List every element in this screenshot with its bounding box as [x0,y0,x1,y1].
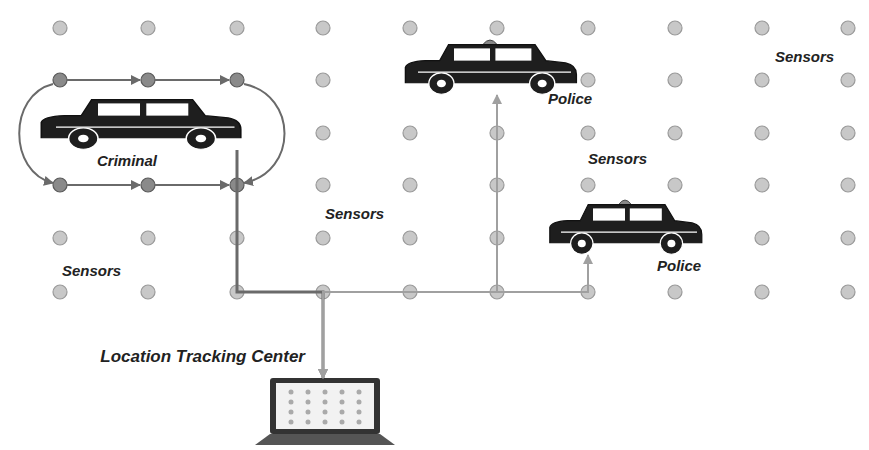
sensor-dot [668,73,682,87]
sensor-dot [668,285,682,299]
sensor-dot [755,231,769,245]
sensor-dot [841,73,855,87]
sensor-dot [141,178,155,192]
sensors-label: Sensors [588,150,647,168]
sensor-dot [316,73,330,87]
sensor-dot [141,285,155,299]
sensors-label: Sensors [325,205,384,223]
tracking-center-node: Location Tracking Center [255,378,395,448]
signal-connector [237,150,323,378]
laptop-icon [255,378,395,445]
sensor-dot [841,21,855,35]
sensor-dot [581,126,595,140]
sensors-label: Sensors [62,262,121,280]
sensor-dot [53,231,67,245]
sensor-dot [581,73,595,87]
vehicle-node: Police [545,200,705,255]
node-label: Criminal [97,152,157,170]
sensor-dot [53,178,67,192]
sensor-dot [53,285,67,299]
criminal-car [41,100,240,150]
sensor-dot [403,21,417,35]
sensor-dot [841,126,855,140]
sensor-dot [841,178,855,192]
sensor-dot [53,21,67,35]
police-car [405,40,576,94]
sensor-dot [755,126,769,140]
sensor-dot [668,126,682,140]
sensor-dot [581,178,595,192]
sensor-dot [841,285,855,299]
sensor-dot [230,73,244,87]
sensor-dot [316,178,330,192]
sensor-dot [230,21,244,35]
sensor-dot [53,73,67,87]
vehicle-node: Police [400,40,580,95]
route-arrow [244,84,285,183]
sensor-dot [755,178,769,192]
sensor-grid [53,21,855,299]
signal-connector [323,95,497,378]
sensor-dot [755,21,769,35]
node-label: Police [548,90,592,108]
vehicle-node: Criminal [35,95,245,150]
sensor-dot [141,73,155,87]
sensor-dot [841,231,855,245]
sensor-dot [141,21,155,35]
sensor-dot [141,231,155,245]
sensor-dot [316,21,330,35]
route-arrow [67,184,140,186]
route-arrow [155,184,229,186]
sensor-dot [403,178,417,192]
sensor-dot [403,231,417,245]
sensor-dot [490,21,504,35]
node-label: Location Tracking Center [100,348,305,366]
route-arrow [67,79,140,81]
sensor-dot [755,73,769,87]
sensor-dot [581,21,595,35]
sensor-dot [755,285,769,299]
sensor-dot [316,126,330,140]
criminal-route [19,80,284,185]
sensor-dot [668,178,682,192]
police-car [550,200,702,254]
sensor-dot [403,126,417,140]
sensor-dot [316,231,330,245]
sensors-label: Sensors [775,48,834,66]
sensor-dot [668,21,682,35]
signal-connector [323,255,588,378]
node-label: Police [657,257,701,275]
route-arrow [155,79,229,81]
